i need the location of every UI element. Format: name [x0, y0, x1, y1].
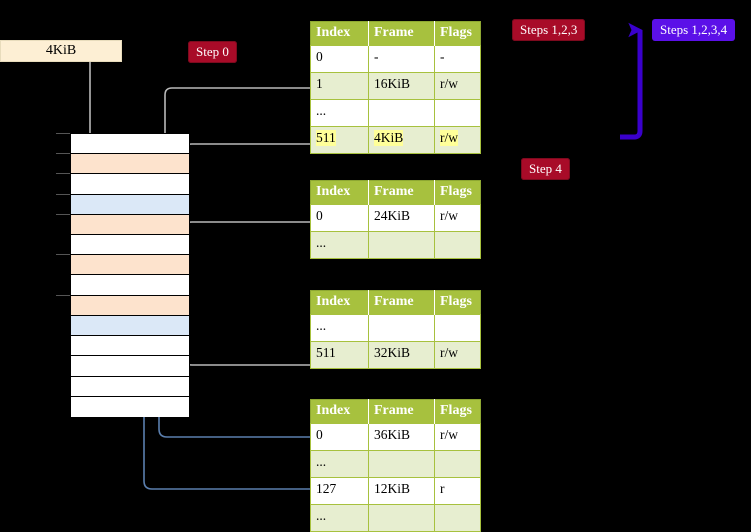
page-table-level-3-header-frame: Frame [368, 180, 435, 205]
page-table-level-3-cell: r/w [434, 204, 481, 232]
memory-tick-2 [56, 173, 70, 174]
page-table-level-1-header-index: Index [310, 399, 369, 424]
page-table-level-2-header-frame: Frame [368, 290, 435, 315]
page-table-level-3-cell [434, 231, 481, 259]
page-table-level-1-cell [368, 450, 435, 478]
page-table-level-1-cell: 0 [310, 423, 369, 451]
page-table-level-4-header-flags: Flags [434, 21, 481, 46]
page-table-level-4-header-frame: Frame [368, 21, 435, 46]
page-table-level-3-cell [368, 231, 435, 259]
page-table-level-3-header-index: Index [310, 180, 369, 205]
page-table-level-2-cell [368, 314, 435, 342]
page-table-level-3-cell: 24KiB [368, 204, 435, 232]
page-table-level-2-cell [434, 314, 481, 342]
page-table-level-4-cell: 511 [310, 126, 369, 154]
page-table-level-2-cell: r/w [434, 341, 481, 369]
page-table-level-4-cell: 16KiB [368, 72, 435, 100]
page-table-level-1-cell: r/w [434, 423, 481, 451]
memory-frame-8 [71, 295, 189, 316]
wire-t3-row511-to-memory [176, 314, 310, 366]
page-table-level-1-cell: 12KiB [368, 477, 435, 505]
page-table-level-4-cell: 1 [310, 72, 369, 100]
memory-frame-1 [71, 154, 189, 175]
page-table-level-3-cell: 0 [310, 204, 369, 232]
page-table-level-1-cell: ... [310, 504, 369, 532]
memory-frame-7 [71, 275, 189, 296]
memory-frame-2 [71, 174, 189, 195]
memory-frame-0 [71, 134, 189, 155]
page-table-level-4-cell: 4KiB [368, 126, 435, 154]
badge-step-4: Step 4 [521, 158, 570, 180]
memory-frame-10 [71, 336, 189, 357]
page-table-level-4-cell: r/w [434, 126, 481, 154]
page-table-level-1-row: ... [310, 504, 481, 532]
memory-frame-5 [71, 235, 189, 256]
memory-tick-4 [56, 214, 70, 215]
page-table-level-4-cell [434, 99, 481, 127]
page-table-level-4-cell: ... [310, 99, 369, 127]
page-table-level-1-cell: 36KiB [368, 423, 435, 451]
memory-frame-4 [71, 214, 189, 236]
wire-t1-row511-to-memory [181, 143, 310, 159]
badge-steps-1-2-3: Steps 1,2,3 [512, 19, 586, 41]
page-table-level-2-header-flags: Flags [434, 290, 481, 315]
page-table-level-3-header-flags: Flags [434, 180, 481, 205]
page-table-level-4-header-index: Index [310, 21, 369, 46]
memory-frame-6 [71, 255, 189, 276]
memory-tick-1 [56, 153, 70, 154]
page-table-level-1-cell [434, 504, 481, 532]
memory-tick-6 [56, 254, 70, 255]
page-table-level-4-cell: 0 [310, 45, 369, 73]
wire-t2-row0-to-memory [181, 221, 310, 256]
page-table-level-4-cell: r/w [434, 72, 481, 100]
page-table-level-2-header-index: Index [310, 290, 369, 315]
badge-step-0: Step 0 [188, 41, 237, 63]
page-table-level-1-cell [368, 504, 435, 532]
page-table-level-1-row: ... [310, 450, 481, 478]
page-table-level-1-cell: r [434, 477, 481, 505]
page-table-level-2-cell: 32KiB [368, 341, 435, 369]
page-table-level-1-cell: 127 [310, 477, 369, 505]
page-table-level-1-cell [434, 450, 481, 478]
page-table-level-1-header-frame: Frame [368, 399, 435, 424]
page-table-level-4-cell [368, 99, 435, 127]
page-table-level-3-cell: ... [310, 231, 369, 259]
memory-frame-13 [71, 396, 189, 417]
badge-steps-1-2-3-4: Steps 1,2,3,4 [652, 19, 736, 41]
memory-frame-9 [71, 315, 189, 337]
page-table-level-4-cell: - [434, 45, 481, 73]
memory-tick-3 [56, 194, 70, 195]
page-table-level-1-header-flags: Flags [434, 399, 481, 424]
memory-tick-0 [56, 133, 70, 134]
page-table-level-4-cell: - [368, 45, 435, 73]
page-table-level-2-cell: 511 [310, 341, 369, 369]
page-table-level-2-row: ... [310, 314, 481, 342]
big-step-arrow [620, 22, 643, 140]
page-table-level-2-cell: ... [310, 314, 369, 342]
page-table-level-4-row: ... [310, 99, 481, 127]
page-table-level-4-row: 0-- [310, 45, 481, 73]
memory-frame-12 [71, 376, 189, 397]
size-label-4kib: 4KiB [0, 40, 122, 62]
memory-frame-11 [71, 356, 189, 377]
memory-frame-3 [71, 194, 189, 215]
page-table-level-1-cell: ... [310, 450, 369, 478]
physical-memory-column [70, 133, 190, 417]
memory-tick-8 [56, 295, 70, 296]
page-table-level-3-row: ... [310, 231, 481, 259]
